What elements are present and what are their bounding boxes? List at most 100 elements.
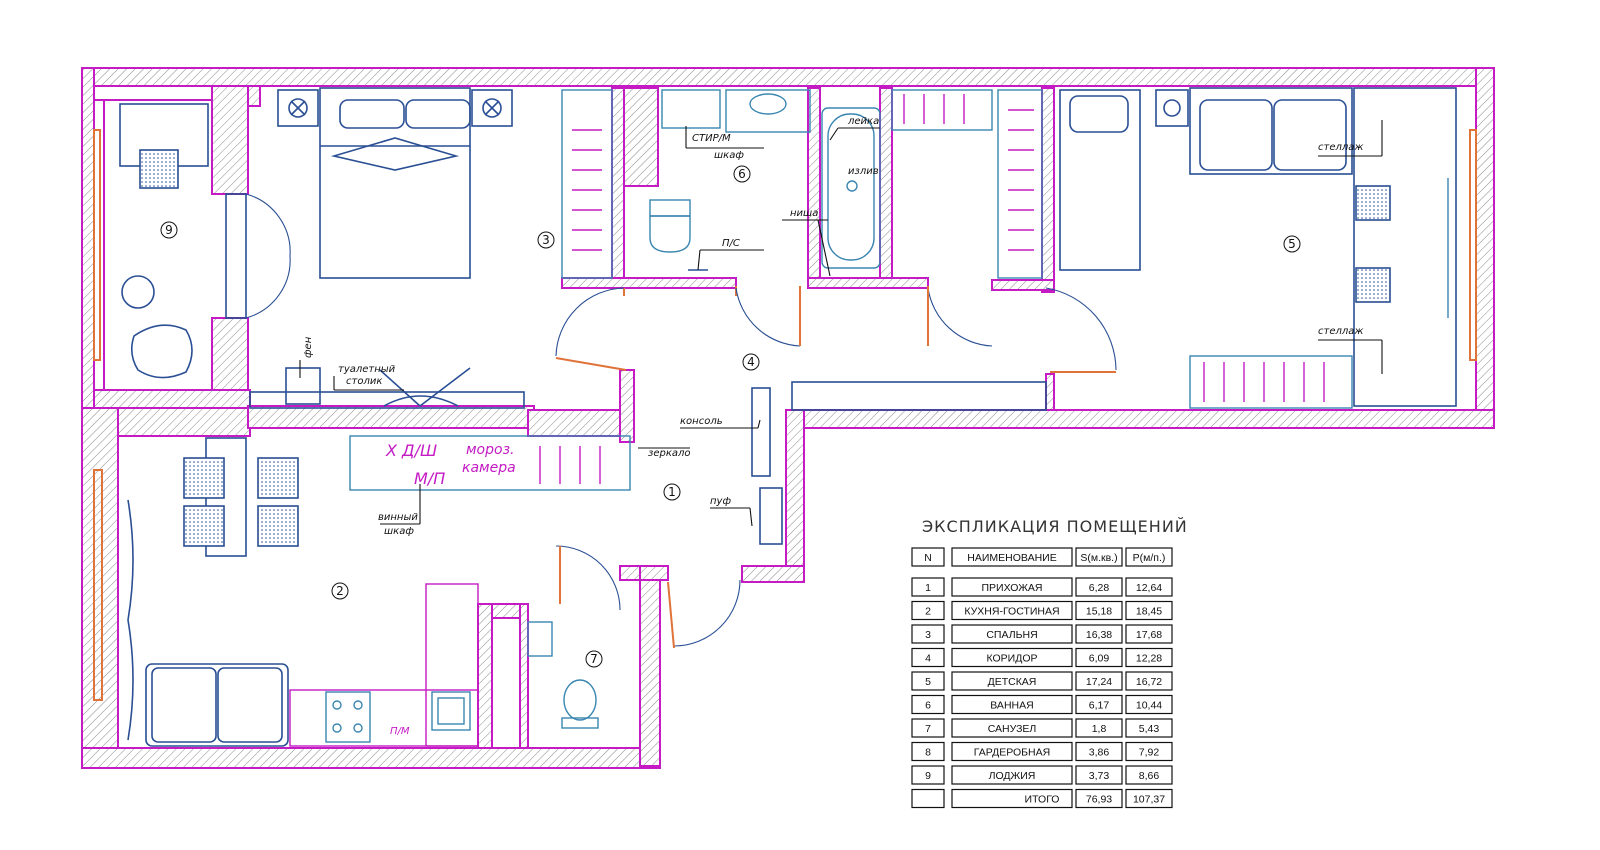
- room-number-6: 6: [738, 167, 746, 181]
- table-row-cell: 16,72: [1136, 676, 1162, 688]
- loggia-furniture: [119, 103, 291, 379]
- table-row-cell: 5: [925, 676, 931, 688]
- table-row-cell-border: [1125, 671, 1173, 691]
- label-stir: СТИР/М: [692, 133, 731, 144]
- table-row-cell: 1: [925, 582, 931, 594]
- table-row-cell: 1,8: [1092, 723, 1107, 735]
- room-number-7: 7: [590, 652, 598, 666]
- table-row-cell-border: [1125, 765, 1173, 785]
- table-row-cell: 3,86: [1089, 747, 1110, 759]
- table-row-cell: САНУЗЕЛ: [988, 723, 1037, 735]
- room-number-5: 5: [1288, 237, 1296, 251]
- table-row-cell: 6,09: [1089, 653, 1110, 665]
- table-row-cell: 15,18: [1086, 606, 1112, 618]
- hall-furniture: [349, 387, 783, 545]
- table-row-cell: 9: [925, 770, 931, 782]
- interior-walls: [247, 85, 1055, 749]
- label-shkaf: шкаф: [714, 150, 744, 161]
- table-header-cell: НАИМЕНОВАНИЕ: [967, 552, 1056, 564]
- table-row-cell-border: [911, 765, 945, 785]
- table-row-cell: 10,44: [1136, 700, 1162, 712]
- table-row-cell-border: [1125, 577, 1173, 597]
- label-leyka: лейка: [847, 116, 879, 127]
- label-stellazh-bottom: стеллаж: [1318, 326, 1363, 337]
- table-title: ЭКСПЛИКАЦИЯ ПОМЕЩЕНИЙ: [922, 517, 1188, 536]
- table-row-cell: 12,28: [1136, 653, 1162, 665]
- label-tualetny: туалетный: [338, 364, 396, 375]
- label-stellazh-top: стеллаж: [1318, 142, 1363, 153]
- label-nisha: ниша: [790, 208, 818, 219]
- table-row-cell: 17,68: [1136, 629, 1162, 641]
- table-total-cell-border: [1075, 788, 1123, 809]
- label-stolik: столик: [346, 376, 382, 387]
- label-vinny: винный: [378, 512, 418, 523]
- wardrobe-8: [891, 89, 1043, 279]
- table-row-cell-border: [1075, 600, 1123, 621]
- table-row-cell: ВАННАЯ: [990, 700, 1033, 712]
- table-row-cell: 6,17: [1089, 700, 1110, 712]
- table-row-cell: 7,92: [1139, 747, 1160, 759]
- table-row-cell-border: [951, 671, 1073, 691]
- table-total-cell-border: [1125, 788, 1173, 809]
- table-row-cell-border: [951, 600, 1073, 621]
- table-row-cell-border: [1075, 624, 1123, 644]
- table-row-cell: КУХНЯ-ГОСТИНАЯ: [964, 606, 1059, 618]
- windows: [93, 129, 1477, 701]
- table-row-cell-border: [1075, 718, 1123, 738]
- bedroom-furniture: [249, 87, 525, 409]
- label-mp: М/П: [414, 469, 445, 488]
- label-ps: П/С: [722, 238, 740, 249]
- kids-furniture: [791, 87, 1457, 411]
- table-header-cell-border: [951, 547, 1073, 567]
- table-row-cell-border: [951, 624, 1073, 644]
- label-kamera: камера: [462, 460, 516, 476]
- table-row-cell: ЛОДЖИЯ: [989, 770, 1036, 782]
- table-row-cell-border: [951, 765, 1073, 785]
- explication-table: ЭКСПЛИКАЦИЯ ПОМЕЩЕНИЙ N НАИМЕНОВАНИЕ S(м.к…: [911, 517, 1188, 809]
- table-row-cell: 2: [925, 606, 931, 618]
- table-header-cell: P(м/п.): [1133, 552, 1166, 564]
- room-number-4: 4: [747, 355, 755, 369]
- label-puf: пуф: [710, 496, 731, 507]
- table-row-cell: СПАЛЬНЯ: [986, 629, 1037, 641]
- table-row-cell-border: [911, 741, 945, 762]
- wardrobe-bedroom: [561, 89, 613, 279]
- table-row-cell-border: [911, 624, 945, 644]
- table-row-cell-border: [951, 718, 1073, 738]
- table-row-cell: ГАРДЕРОБНАЯ: [974, 747, 1050, 759]
- table-row-cell-border: [951, 694, 1073, 715]
- loggia-walls: [93, 85, 251, 409]
- table-row-cell-border: [911, 600, 945, 621]
- table-row-cell: 3: [925, 629, 931, 641]
- table-row-cell-border: [911, 647, 945, 668]
- label-izliv: излив: [848, 166, 879, 177]
- table-row-cell-border: [1075, 671, 1123, 691]
- table-header-cell: N: [924, 552, 932, 564]
- room-number-3: 3: [542, 233, 550, 247]
- table-row-cell-border: [951, 577, 1073, 597]
- table-row-cell: 4: [925, 653, 931, 665]
- table-row-cell: 17,24: [1086, 676, 1112, 688]
- table-row-cell: ПРИХОЖАЯ: [982, 582, 1043, 594]
- table-row-cell-border: [911, 694, 945, 715]
- table-row-cell-border: [1125, 624, 1173, 644]
- table-total-cell-border: [911, 788, 945, 809]
- label-fen: фен: [303, 336, 314, 358]
- table-row-cell: 6,28: [1089, 582, 1110, 594]
- table-row-cell-border: [951, 741, 1073, 762]
- table-row-cell: ДЕТСКАЯ: [988, 676, 1037, 688]
- table-row-cell-border: [1075, 741, 1123, 762]
- table-header-cell-border: [1125, 547, 1173, 567]
- room-number-1: 1: [668, 485, 676, 499]
- label-konsol: консоль: [680, 416, 723, 427]
- table-row-cell: 5,43: [1139, 723, 1160, 735]
- table-row-cell-border: [911, 671, 945, 691]
- table-row-cell-border: [1125, 718, 1173, 738]
- table-row-cell: 12,64: [1136, 582, 1162, 594]
- table-total-cell: 107,37: [1133, 794, 1165, 806]
- table-row-cell-border: [1125, 741, 1173, 762]
- table-header-cell-border: [911, 547, 945, 567]
- table-header-cell: S(м.кв.): [1080, 552, 1117, 564]
- label-zerkalo: зеркало: [648, 448, 691, 459]
- table-row-cell-border: [1125, 647, 1173, 668]
